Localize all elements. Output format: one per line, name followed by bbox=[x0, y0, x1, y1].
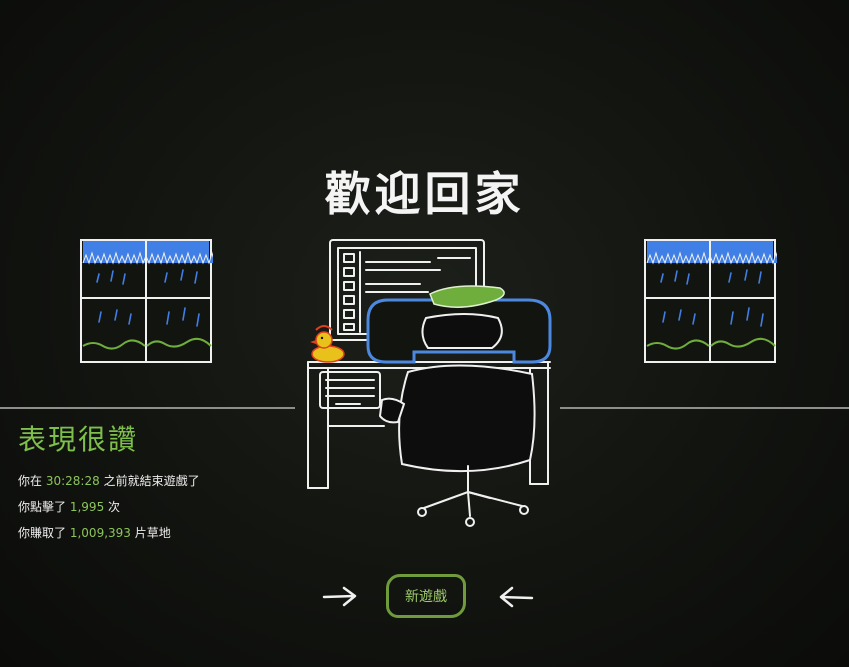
stats-heading: 表現很讚 bbox=[18, 423, 139, 456]
window-left-icon bbox=[80, 239, 213, 363]
stat-time-suffix: 之前就結束遊戲了 bbox=[103, 474, 200, 488]
floor-line-left bbox=[0, 407, 295, 409]
rubber-duck-icon bbox=[310, 325, 345, 363]
desk-computer-chair-icon bbox=[307, 239, 552, 527]
stat-clicks: 你點擊了 1,995 次 bbox=[18, 494, 200, 520]
page-title: 歡迎回家 bbox=[324, 167, 525, 221]
stat-grass-suffix: 片草地 bbox=[134, 526, 171, 540]
stat-clicks-suffix: 次 bbox=[108, 500, 121, 514]
floor-line-right bbox=[560, 407, 849, 409]
stat-grass-prefix: 你賺取了 bbox=[18, 526, 67, 540]
stat-time-value: 30:28:28 bbox=[45, 474, 100, 488]
new-game-button[interactable]: 新遊戲 bbox=[386, 574, 466, 618]
stat-clicks-prefix: 你點擊了 bbox=[18, 500, 67, 514]
arrow-right-icon bbox=[322, 586, 357, 607]
stats-panel: 表現很讚 你在 30:28:28 之前就結束遊戲了 你點擊了 1,995 次 你… bbox=[18, 418, 200, 546]
stat-clicks-value: 1,995 bbox=[69, 500, 105, 514]
stat-grass-value: 1,009,393 bbox=[69, 526, 131, 540]
stat-time-prefix: 你在 bbox=[18, 474, 43, 488]
window-right-icon bbox=[644, 239, 777, 363]
stat-grass: 你賺取了 1,009,393 片草地 bbox=[18, 520, 200, 546]
arrow-left-icon bbox=[499, 586, 534, 608]
stat-time: 你在 30:28:28 之前就結束遊戲了 bbox=[18, 468, 200, 494]
